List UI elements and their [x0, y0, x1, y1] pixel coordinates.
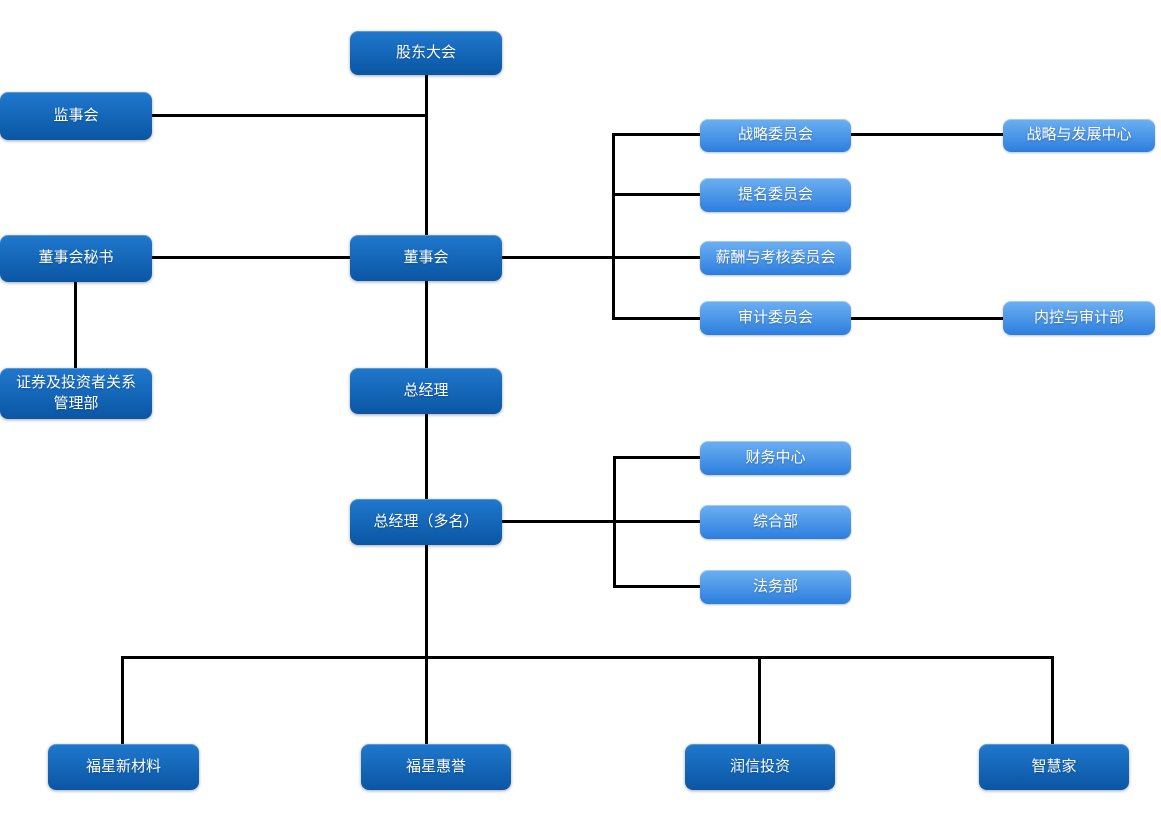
org-node-runxin-investment: 润信投资	[685, 744, 835, 790]
org-node-board-of-directors: 董事会	[350, 235, 502, 281]
org-node-label-general-affairs-dept: 综合部	[752, 512, 798, 530]
connector-spine-to-nomination-committee	[612, 193, 700, 196]
connector-spine-to-finance-center	[613, 456, 700, 459]
org-node-label-internal-control-audit-dept: 内控与审计部	[1033, 308, 1124, 326]
org-node-board-secretary: 董事会秘书	[0, 235, 152, 282]
connector-board-to-committee-spine	[502, 256, 615, 259]
connector-secretary-to-board	[152, 256, 350, 259]
org-node-strategy-committee: 战略委员会	[700, 119, 851, 152]
org-node-fuxing-huiyu: 福星惠誉	[361, 744, 511, 790]
org-node-label-shareholders-meeting: 股东大会	[395, 43, 456, 61]
connector-bottom-bar	[122, 656, 1054, 659]
connector-board-to-general-manager	[425, 281, 428, 368]
connector-drop-fuxing-new-materials	[121, 656, 124, 744]
org-node-label-nomination-committee: 提名委员会	[737, 185, 813, 203]
connector-trunk-shareholders-to-board	[425, 75, 428, 235]
org-node-general-affairs-dept: 综合部	[700, 505, 851, 539]
org-node-zhihuijia: 智慧家	[979, 744, 1129, 790]
org-node-label-fuxing-new-materials: 福星新材料	[85, 757, 161, 775]
connector-audit-committee-to-internal-control	[851, 317, 1003, 320]
org-node-securities-investor-relations-dept: 证券及投资者关系 管理部	[0, 368, 152, 419]
org-node-label-remuneration-appraisal-committee: 薪酬与考核委员会	[715, 248, 836, 266]
org-node-label-runxin-investment: 润信投资	[729, 757, 790, 775]
org-node-supervisory-board: 监事会	[0, 92, 152, 140]
org-node-legal-dept: 法务部	[700, 570, 851, 604]
org-node-general-manager: 总经理	[350, 368, 502, 414]
org-node-label-board-secretary: 董事会秘书	[38, 249, 114, 267]
org-node-label-audit-committee: 审计委员会	[737, 308, 813, 326]
org-node-internal-control-audit-dept: 内控与审计部	[1003, 301, 1155, 335]
connector-spine-to-general-affairs	[613, 520, 700, 523]
connector-strategy-committee-to-center	[851, 133, 1003, 136]
connector-gm-to-gms-multiple	[425, 414, 428, 499]
connector-spine-to-legal-dept	[613, 585, 700, 588]
connector-drop-zhihuijia	[1051, 656, 1054, 744]
org-node-label-general-manager: 总经理	[403, 381, 449, 399]
connector-committee-spine	[612, 133, 615, 320]
org-node-label-supervisory-board: 监事会	[53, 106, 99, 124]
org-node-finance-center: 财务中心	[700, 441, 851, 475]
org-node-label-general-managers-multiple: 总经理（多名）	[373, 512, 479, 530]
org-node-audit-committee: 审计委员会	[700, 301, 851, 335]
org-node-label-securities-investor-relations-dept: 证券及投资者关系 管理部	[15, 374, 136, 412]
org-node-label-zhihuijia: 智慧家	[1031, 757, 1077, 775]
org-node-general-managers-multiple: 总经理（多名）	[350, 499, 502, 545]
org-node-label-strategy-committee: 战略委员会	[737, 126, 813, 144]
org-node-label-strategy-development-center: 战略与发展中心	[1026, 126, 1132, 144]
org-node-shareholders-meeting: 股东大会	[350, 31, 502, 75]
connector-supervisory-to-trunk	[152, 114, 427, 117]
connector-spine-to-strategy-committee	[612, 133, 700, 136]
connector-spine-to-remuneration-committee	[612, 256, 700, 259]
org-node-label-legal-dept: 法务部	[752, 577, 798, 595]
connector-secretary-to-securities-dept	[74, 282, 77, 368]
connector-drop-runxin-investment	[758, 656, 761, 744]
org-node-strategy-development-center: 战略与发展中心	[1003, 119, 1155, 152]
org-node-nomination-committee: 提名委员会	[700, 178, 851, 212]
org-node-fuxing-new-materials: 福星新材料	[48, 744, 199, 790]
connector-gms-to-dept-spine	[502, 520, 615, 523]
org-node-remuneration-appraisal-committee: 薪酬与考核委员会	[700, 241, 851, 275]
org-node-label-fuxing-huiyu: 福星惠誉	[405, 757, 466, 775]
connector-gms-trunk-to-fuxing-huiyu	[425, 545, 428, 744]
org-node-label-board-of-directors: 董事会	[403, 248, 449, 266]
org-node-label-finance-center: 财务中心	[745, 448, 806, 466]
connector-spine-to-audit-committee	[612, 317, 700, 320]
